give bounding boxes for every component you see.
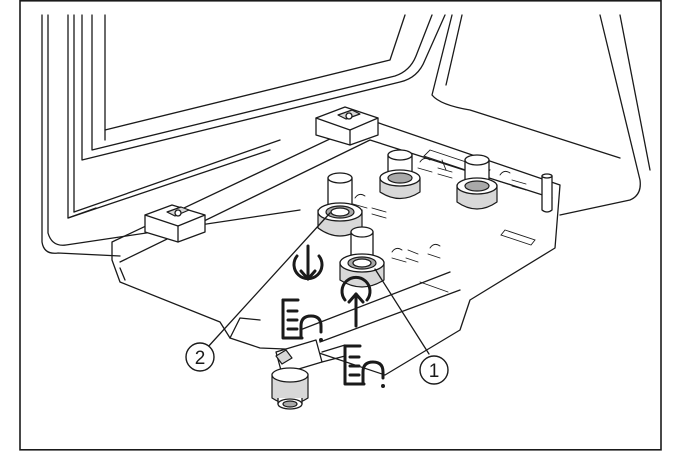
mounting-plate: [111, 119, 561, 376]
rear-fitting-left: [379, 149, 421, 200]
inlet-arrow-icon: [292, 244, 324, 281]
center-bracket: [315, 106, 379, 146]
callout-1: 1: [419, 355, 449, 385]
lower-valve: [271, 339, 346, 410]
diagram-border: [19, 0, 662, 451]
outlet-arrow-icon: [340, 275, 372, 328]
rear-fitting-right: [456, 154, 498, 210]
plate-flow-symbols: [352, 157, 527, 263]
condensate-pipe: [541, 173, 553, 213]
left-bracket: [144, 204, 206, 243]
fitting-1: [339, 226, 385, 288]
tap-icon-upper: [281, 298, 323, 342]
callout-2-label: 2: [195, 348, 206, 369]
tap-icon-lower: [343, 344, 385, 388]
callout-1-label: 1: [429, 361, 440, 382]
callout-2: 2: [185, 342, 215, 372]
fitting-2: [317, 172, 363, 237]
appliance-casing: [41, 14, 651, 257]
callout-leaders: [206, 212, 430, 355]
